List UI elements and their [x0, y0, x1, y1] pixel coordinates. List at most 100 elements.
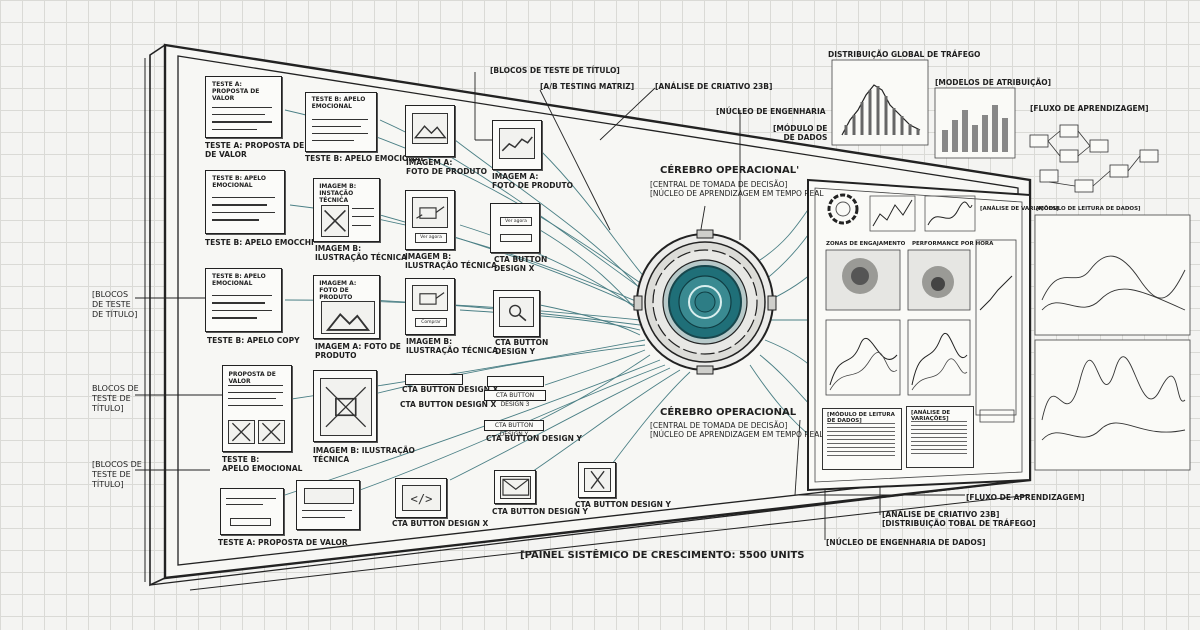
cta-label-x1: CTA Button Design X: [400, 400, 497, 409]
test-caption-r2c2: Imagem B: Ilustração Técnica: [315, 244, 407, 262]
test-caption-r2c4: CTA Button Design X: [494, 255, 548, 273]
test-card-r4c2: [313, 370, 377, 442]
test-caption-r3c4: CTA Button Design Y: [495, 338, 549, 356]
image-icon: [320, 205, 349, 237]
test-card-r5c5: [578, 462, 616, 498]
email-icon: [499, 476, 532, 499]
label-creative-top: [Análise de Criativo 23B]: [655, 82, 773, 91]
dashboard-charts: [825, 193, 1017, 423]
label-module-data: [Módulo de de Dados: [773, 124, 828, 142]
test-caption-r5c3: CTA Button Design X: [392, 519, 489, 528]
learning-flow-diagram: [1029, 124, 1159, 193]
attribution-chart: [934, 87, 1016, 159]
cta-label-y2: CTA Button Design Y: [486, 434, 582, 443]
cta-label-x2: CTA Button Design X: [402, 385, 499, 394]
brain-title-top: Cérebro Operacional': [660, 165, 800, 176]
label-performance: Performance por Hora: [912, 241, 994, 247]
test-card-title: Teste B: Apelo Emocional: [311, 96, 366, 111]
test-caption-r1c4: Imagem A: Foto de Produto: [492, 172, 574, 190]
label-engagement-short: [Análise de Variações]: [980, 206, 1059, 212]
test-caption-r2c1: Teste B: Apelo Emocchi: [205, 238, 314, 247]
image-icon: [320, 300, 375, 334]
test-card-r2c4: Ver agora: [490, 203, 540, 253]
robot-arm-icon: [411, 196, 449, 228]
brain-sub-mid: [Central de Tomada de Decisão] [Núcleo d…: [650, 421, 827, 439]
image-icon: [228, 420, 255, 445]
test-card-r3c2: Imagem A: Foto de Produto: [313, 275, 380, 339]
test-caption-r4c1: Teste B: Apelo Emocional: [222, 455, 303, 473]
search-icon: [499, 297, 534, 328]
label-engineering-bottom: [Núcleo de Engenharia de Dados]: [826, 538, 986, 547]
test-card-r1c4: [492, 120, 542, 170]
label-learning-flow-top: [Fluxo de Aprendizagem]: [1030, 104, 1149, 113]
cta-chip-3: CTA Button Design 3: [484, 390, 546, 408]
test-caption-r2c3: Imagem B: Ilustração Técnica: [405, 252, 497, 270]
test-card-r2c3: Ver agora: [405, 190, 455, 250]
test-card-r3c4: [493, 290, 540, 337]
test-card-title: Proposta de Valor: [228, 371, 276, 386]
test-caption-r5c1: Teste A: Proposta de Valor: [218, 538, 348, 547]
right-side-charts: [1034, 214, 1191, 471]
test-card-r5c1: [220, 488, 284, 535]
cta-button-preview: Comprar: [414, 317, 448, 328]
cta-button-preview: Ver agora: [499, 217, 533, 227]
core-brain: [633, 229, 777, 375]
test-card-title: Imagem A: Foto de Produto: [319, 279, 357, 301]
test-card-r1c1: Teste A: Proposta de Valor: [205, 76, 282, 138]
label-panel-footer: [Painel Sistêmico de Crescimento: 5500 u…: [520, 550, 805, 561]
cta-bar-x1: [405, 374, 463, 385]
test-card-r3c1: Teste B: Apelo Emocional: [205, 268, 282, 332]
test-card-r2c2: Imagem B: Instação Técnica: [313, 178, 380, 242]
test-card-r1c2: Teste B: Apelo Emocional: [305, 92, 377, 152]
test-caption-r5c4: CTA Button Design Y: [492, 507, 588, 516]
test-caption-r5c5: CTA Button Design Y: [575, 500, 671, 509]
label-side-2: Blocos de teste de título]: [92, 384, 139, 413]
label-side-3: [Blocos de teste de título]: [92, 460, 142, 489]
cta-bar-x3: [487, 376, 544, 387]
label-ab-matrix: [A/B Testing Matriz]: [540, 82, 635, 91]
code-icon: </>: [402, 485, 441, 512]
test-card-title: Teste B: Apelo Emocional: [212, 272, 266, 287]
robot-arm-icon: [411, 284, 449, 312]
test-caption-r1c1: Teste A: Proposta de de Valor: [205, 141, 305, 159]
test-card-r5c3: </>: [395, 478, 447, 518]
label-engineering: [Núcleo de Engenharia: [716, 107, 826, 116]
test-card-title: Imagem B: Instação Técnica: [319, 182, 357, 204]
robot-arm-icon: [320, 378, 372, 436]
test-caption-r4c2: Imagem B: Ilustração Técnica: [313, 446, 415, 464]
test-caption-r3c2: Imagem A: Foto de Produto: [315, 342, 401, 360]
test-card-title: Teste A: Proposta de Valor: [212, 80, 260, 102]
test-caption-r1c2: Teste B: Apelo Emocional: [305, 154, 426, 163]
test-card-r3c3: Comprar: [405, 278, 455, 335]
flow-lines: [269, 109, 816, 501]
label-reading-right: [Módulo de Leitura de Dados]: [1036, 206, 1141, 212]
test-card-r1c3: [405, 105, 455, 157]
label-side-1: [Blocos de teste de título]: [92, 290, 138, 319]
test-card-r5c4: [494, 470, 536, 504]
image-icon: [258, 420, 285, 445]
brain-title-mid: Cérebro Operacional: [660, 407, 797, 418]
chart-icon: [498, 127, 536, 160]
label-engagement: Zonas de Engajamento: [826, 241, 906, 247]
test-caption-r3c1: Teste B: Apelo Copy: [207, 336, 300, 345]
label-traffic: Distribuição Global de Tráfego: [828, 50, 981, 59]
cta-chip-y1: CTA Button Design Y: [484, 420, 544, 438]
image-icon: [411, 113, 449, 144]
cta-button-preview: Ver agora: [414, 232, 448, 243]
label-creative-bottom: [Análise de Criativo 23B] [Distribuição …: [882, 510, 1036, 528]
test-card-r2c1: Teste B: Apelo Emocional: [205, 170, 285, 234]
label-learning-flow-bottom: [Fluxo de Aprendizagem]: [966, 493, 1085, 502]
brain-sub-top: [Central de Tomada de Decisão] [Núcleo d…: [650, 180, 824, 198]
traffic-chart: [831, 59, 929, 146]
label-attribution: [Modelos de Atribuição]: [935, 78, 1052, 87]
variations-title: [Análise de Variações]: [911, 410, 951, 422]
data-reading-title: [Módulo de Leitura de Dados]: [827, 412, 895, 424]
test-caption-r3c3: Imagem B: Ilustração Técnica: [406, 337, 498, 355]
test-card-title: Teste B: Apelo Emocional: [212, 174, 266, 189]
label-top-blocks: [Blocos de teste de título]: [490, 66, 620, 75]
hourglass-icon: [584, 468, 612, 493]
test-card-r4c1: Proposta de Valor: [222, 365, 292, 452]
svg-text:</>: </>: [411, 492, 433, 506]
test-card-r5c2: [296, 480, 360, 530]
